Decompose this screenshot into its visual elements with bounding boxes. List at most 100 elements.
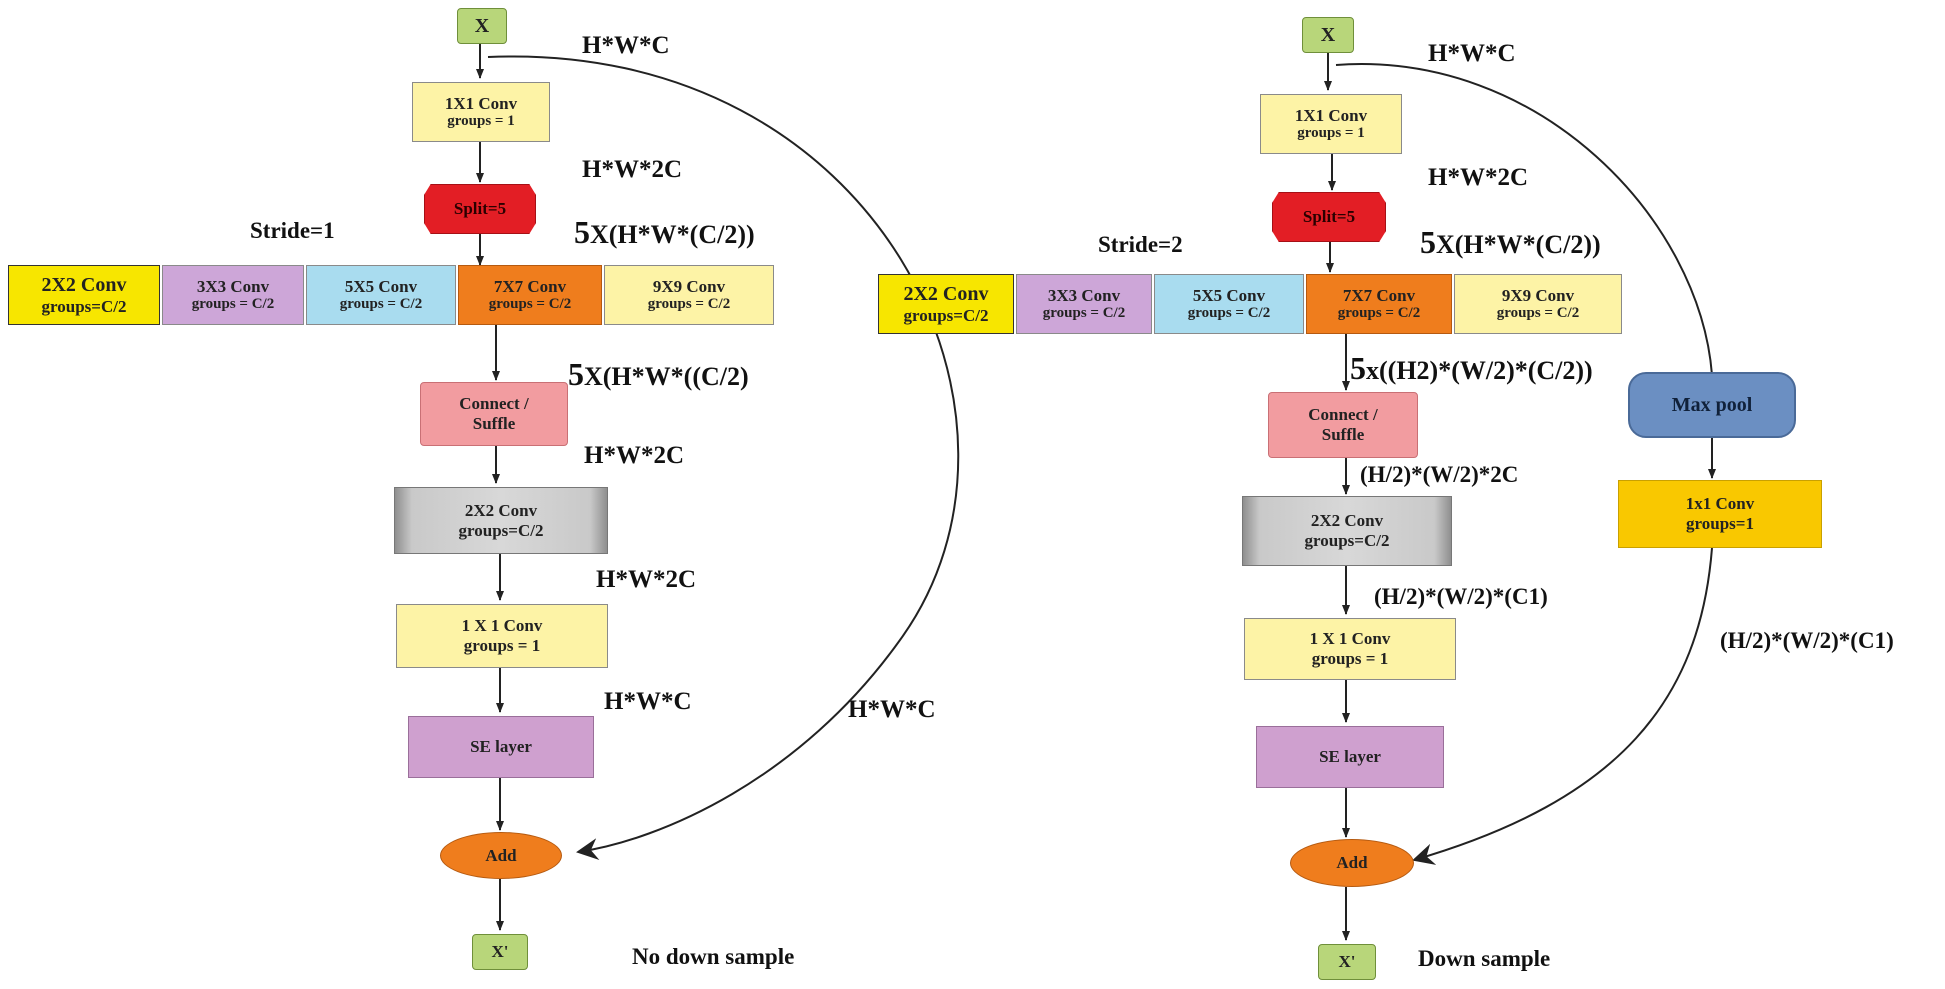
right-dim-after-connect: (H/2)*(W/2)*2C: [1360, 462, 1519, 487]
left-output-label: X': [491, 942, 509, 962]
left-add-node: Add: [440, 832, 562, 879]
left-conv2x2-title: 2X2 Conv: [464, 500, 538, 520]
right-conv1x1-top-groups: groups = 1: [1297, 125, 1365, 142]
right-dim-after-branches-shape: x((H2)*(W/2)*(C/2)): [1366, 356, 1593, 385]
left-branch-9x9-groups: groups = C/2: [647, 296, 731, 313]
right-stride-label: Stride=2: [1098, 232, 1183, 257]
right-dim-after-conv2x2: (H/2)*(W/2)*(C1): [1374, 584, 1548, 609]
right-maxpool-label: Max pool: [1671, 393, 1753, 416]
right-branch-5x5-title: 5X5 Conv: [1192, 285, 1266, 305]
left-branch-3x3: 3X3 Conv groups = C/2: [162, 265, 304, 325]
left-branch-5x5: 5X5 Conv groups = C/2: [306, 265, 456, 325]
right-branch-9x9-groups: groups = C/2: [1496, 305, 1580, 322]
left-conv1x1-top: 1X1 Conv groups = 1: [412, 82, 550, 142]
left-branch-7x7: 7X7 Conv groups = C/2: [458, 265, 602, 325]
right-branch-7x7-title: 7X7 Conv: [1342, 285, 1416, 305]
right-add-node: Add: [1290, 839, 1414, 887]
left-skip-arc: [487, 55, 960, 860]
right-dim-after-split-count: 5: [1420, 224, 1436, 260]
left-dim-after-conv1x1: H*W*C: [604, 688, 692, 715]
right-connect-shuffle: Connect / Suffle: [1268, 392, 1418, 458]
right-skip-arc-upper: [1335, 63, 1713, 376]
right-dim-after-branches: 5x((H2)*(W/2)*(C/2)): [1350, 350, 1593, 387]
right-conv1x1-bottom-groups: groups = 1: [1311, 649, 1389, 668]
right-branch-7x7: 7X7 Conv groups = C/2: [1306, 274, 1452, 334]
left-branch-3x3-title: 3X3 Conv: [196, 276, 270, 296]
left-connect-line1: Connect /: [459, 394, 529, 414]
right-branch-3x3-title: 3X3 Conv: [1047, 285, 1121, 305]
left-output-node: X': [472, 934, 528, 970]
right-skip-conv-title: 1x1 Conv: [1685, 494, 1755, 514]
left-se-layer: SE layer: [408, 716, 594, 778]
left-branch-9x9-title: 9X9 Conv: [652, 276, 726, 296]
left-branch-3x3-groups: groups = C/2: [191, 296, 275, 313]
right-output-label: X': [1338, 952, 1356, 972]
right-conv2x2: 2X2 Conv groups=C/2: [1242, 496, 1452, 566]
left-input-node: X: [457, 8, 507, 44]
right-branch-2x2: 2X2 Conv groups=C/2: [878, 274, 1014, 334]
left-split-label: Split=5: [453, 199, 507, 219]
right-conv1x1-top-title: 1X1 Conv: [1294, 105, 1368, 125]
right-branch-3x3: 3X3 Conv groups = C/2: [1016, 274, 1152, 334]
right-connect-line2: Suffle: [1321, 425, 1365, 444]
right-conv2x2-title: 2X2 Conv: [1310, 511, 1384, 531]
right-conv1x1-bottom-title: 1 X 1 Conv: [1309, 629, 1391, 649]
left-dim-input: H*W*C: [582, 32, 670, 59]
right-se-layer: SE layer: [1256, 726, 1444, 788]
left-dim-after-split-shape: X(H*W*(C/2)): [590, 220, 755, 249]
left-connect-shuffle: Connect / Suffle: [420, 382, 568, 446]
left-input-label: X: [474, 14, 490, 37]
right-maxpool: Max pool: [1628, 372, 1796, 438]
right-branch-7x7-groups: groups = C/2: [1337, 305, 1421, 322]
right-dim-after-split-shape: X(H*W*(C/2)): [1436, 230, 1601, 259]
right-skip-arc-lower: [1412, 547, 1713, 865]
left-conv1x1-top-groups: groups = 1: [447, 113, 515, 130]
left-stride-label: Stride=1: [250, 218, 335, 243]
right-split-label: Split=5: [1302, 207, 1356, 227]
right-se-label: SE layer: [1319, 747, 1381, 767]
left-branch-9x9: 9X9 Conv groups = C/2: [604, 265, 774, 325]
left-branch-2x2-groups: groups=C/2: [41, 296, 127, 316]
right-branch-9x9-title: 9X9 Conv: [1501, 285, 1575, 305]
left-conv1x1-top-title: 1X1 Conv: [444, 93, 518, 113]
right-skip-conv-groups: groups=1: [1686, 514, 1754, 533]
left-dim-after-connect: H*W*2C: [584, 442, 684, 469]
left-branch-2x2: 2X2 Conv groups=C/2: [8, 265, 160, 325]
right-branch-5x5: 5X5 Conv groups = C/2: [1154, 274, 1304, 334]
right-input-node: X: [1302, 17, 1354, 53]
right-add-label: Add: [1336, 853, 1368, 873]
right-conv2x2-groups: groups=C/2: [1304, 531, 1390, 550]
right-input-label: X: [1320, 23, 1336, 46]
left-se-label: SE layer: [470, 737, 532, 757]
left-conv1x1-bottom-groups: groups = 1: [463, 636, 541, 655]
right-branch-5x5-groups: groups = C/2: [1187, 305, 1271, 322]
left-dim-after-conv1: H*W*2C: [582, 156, 682, 183]
right-split-node: Split=5: [1272, 192, 1386, 242]
right-skip-conv1x1: 1x1 Conv groups=1: [1618, 480, 1822, 548]
right-output-node: X': [1318, 944, 1376, 980]
left-conv2x2-groups: groups=C/2: [458, 520, 544, 540]
left-split-node: Split=5: [424, 184, 536, 234]
right-conv1x1-top: 1X1 Conv groups = 1: [1260, 94, 1402, 154]
left-dim-after-conv2x2: H*W*2C: [596, 566, 696, 593]
right-caption: Down sample: [1418, 946, 1551, 971]
left-branch-2x2-title: 2X2 Conv: [41, 273, 127, 296]
left-branch-7x7-title: 7X7 Conv: [493, 276, 567, 296]
right-branch-2x2-groups: groups=C/2: [903, 305, 989, 325]
right-branch-9x9: 9X9 Conv groups = C/2: [1454, 274, 1622, 334]
left-dim-after-branches-shape: X(H*W*((C/2): [584, 362, 749, 391]
left-branch-5x5-groups: groups = C/2: [339, 296, 423, 313]
left-branch-7x7-groups: groups = C/2: [488, 296, 572, 313]
right-dim-after-conv1: H*W*2C: [1428, 164, 1528, 191]
left-dim-after-split: 5X(H*W*(C/2)): [574, 214, 755, 251]
left-conv1x1-bottom: 1 X 1 Conv groups = 1: [396, 604, 608, 668]
left-connect-line2: Suffle: [472, 414, 516, 433]
left-dim-after-branches: 5X(H*W*((C/2): [568, 356, 749, 393]
left-caption: No down sample: [632, 944, 795, 969]
left-branch-5x5-title: 5X5 Conv: [344, 276, 418, 296]
left-dim-after-branches-count: 5: [568, 356, 584, 392]
right-dim-after-branches-count: 5: [1350, 350, 1366, 386]
left-conv1x1-bottom-title: 1 X 1 Conv: [461, 616, 543, 636]
